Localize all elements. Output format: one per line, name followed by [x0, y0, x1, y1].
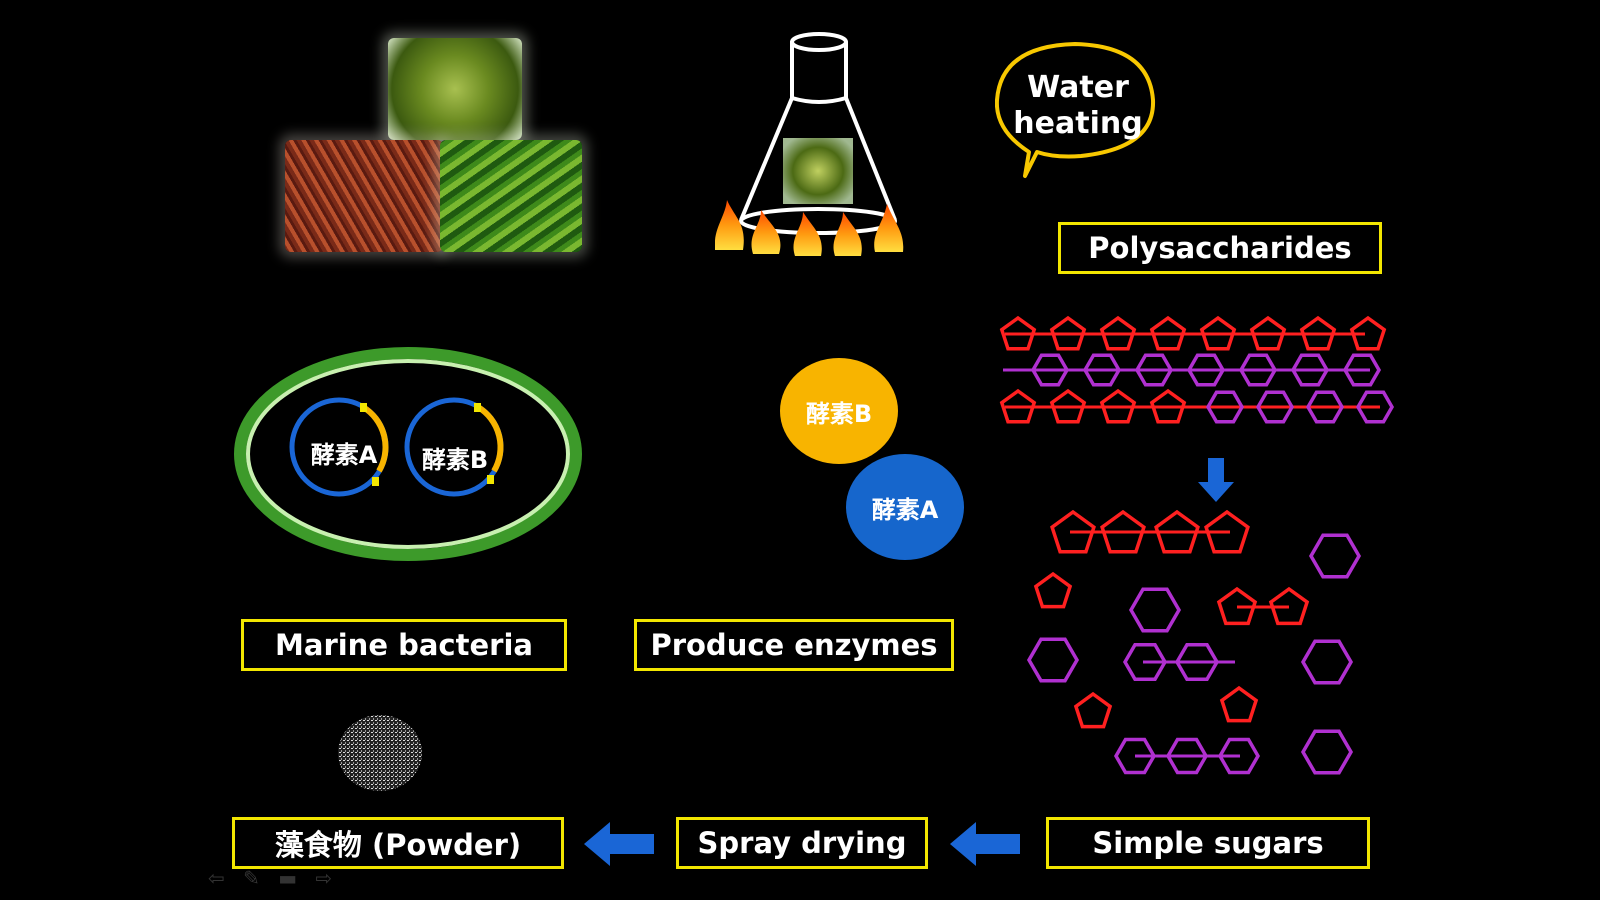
water-heating-line2: heating	[1013, 106, 1143, 141]
hexagon-sugar	[1290, 353, 1330, 387]
speech-bubble	[995, 42, 1156, 178]
flask-icon	[739, 32, 897, 235]
hexagon-sugar	[1255, 390, 1295, 424]
simple-sugars-label: Simple sugars	[1046, 817, 1370, 869]
pentagon-sugar	[1100, 510, 1146, 554]
hexagon-sugar	[1300, 729, 1354, 775]
hexagon-sugar	[1186, 353, 1226, 387]
pentagon-sugar	[1154, 510, 1200, 554]
hexagon-sugar	[1300, 639, 1354, 685]
arrow-down-icon	[1198, 458, 1234, 502]
spray-drying-label: Spray drying	[676, 817, 928, 869]
arrow-left-icon	[584, 822, 654, 866]
enzyme-b-label: 酵素B	[805, 399, 873, 428]
pentagon-sugar	[1216, 586, 1258, 626]
plasmid-b-label: 酵素B	[421, 446, 489, 474]
pentagon-sugar	[1204, 510, 1250, 554]
pentagon-sugar	[1199, 315, 1237, 351]
pentagon-sugar	[1149, 315, 1187, 351]
flame-icon	[715, 200, 904, 256]
arrow-left-icon-2	[950, 822, 1020, 866]
hexagon-sugar	[1122, 642, 1168, 682]
marine-bacteria-label: Marine bacteria	[241, 619, 567, 671]
powder-label: 藻食物 (Powder)	[232, 817, 564, 869]
pentagon-sugar	[1033, 571, 1073, 609]
pentagon-sugar	[1099, 388, 1137, 424]
plasmid-ring-a	[289, 397, 389, 497]
hexagon-sugar	[1342, 353, 1382, 387]
pentagon-sugar	[1349, 315, 1387, 351]
red-seaweed-photo	[285, 140, 443, 252]
pentagon-sugar	[1268, 586, 1310, 626]
pentagon-sugar	[1299, 315, 1337, 351]
pentagon-sugar	[1149, 388, 1187, 424]
powder-pile	[338, 715, 422, 791]
hexagon-sugar	[1113, 737, 1157, 775]
enzyme-a-circle: 酵素A	[846, 454, 964, 560]
sea-lettuce-photo	[440, 140, 582, 252]
next-slide-icon[interactable]: ⇨	[315, 866, 333, 890]
enzyme-b-circle: 酵素B	[780, 358, 898, 464]
pentagon-sugar	[1050, 510, 1096, 554]
bacteria-cell	[234, 347, 582, 561]
pentagon-sugar	[999, 388, 1037, 424]
hexagon-sugar	[1217, 737, 1261, 775]
pentagon-sugar	[1049, 315, 1087, 351]
plasmid-a-label: 酵素A	[310, 441, 378, 469]
pentagon-sugar	[1249, 315, 1287, 351]
water-heating-text: Water heating	[1010, 70, 1146, 142]
pentagon-sugar	[1049, 388, 1087, 424]
hexagon-sugar	[1134, 353, 1174, 387]
slide-nav-controls[interactable]: ⇦ ✎ ▬ ⇨	[208, 866, 332, 890]
pentagon-sugar	[1219, 685, 1259, 723]
hexagon-sugar	[1355, 390, 1395, 424]
hexagon-sugar	[1026, 637, 1080, 683]
hexagon-sugar	[1128, 587, 1182, 633]
menu-icon[interactable]: ▬	[278, 866, 298, 890]
flask-heating-graphic	[715, 32, 904, 256]
produce-enzymes-label: Produce enzymes	[634, 619, 954, 671]
hexagon-sugar	[1165, 737, 1209, 775]
simple-sugars-graphic	[1026, 510, 1362, 775]
plasmid-ring-b	[404, 397, 504, 497]
hexagon-sugar	[1205, 390, 1245, 424]
hexagon-sugar	[1030, 353, 1070, 387]
polysaccharide-chains	[999, 315, 1395, 424]
pentagon-sugar	[1073, 691, 1113, 729]
hexagon-sugar	[1308, 533, 1362, 579]
hexagon-sugar	[1238, 353, 1278, 387]
prev-slide-icon[interactable]: ⇦	[208, 866, 225, 890]
polysaccharides-label: Polysaccharides	[1058, 222, 1382, 274]
green-seaweed-photo	[388, 38, 522, 140]
enzyme-a-label: 酵素A	[871, 495, 939, 524]
water-heating-line1: Water	[1027, 70, 1129, 105]
pentagon-sugar	[1099, 315, 1137, 351]
pen-icon[interactable]: ✎	[243, 866, 260, 890]
hexagon-sugar	[1305, 390, 1345, 424]
hexagon-sugar	[1174, 642, 1220, 682]
hexagon-sugar	[1082, 353, 1122, 387]
pentagon-sugar	[999, 315, 1037, 351]
